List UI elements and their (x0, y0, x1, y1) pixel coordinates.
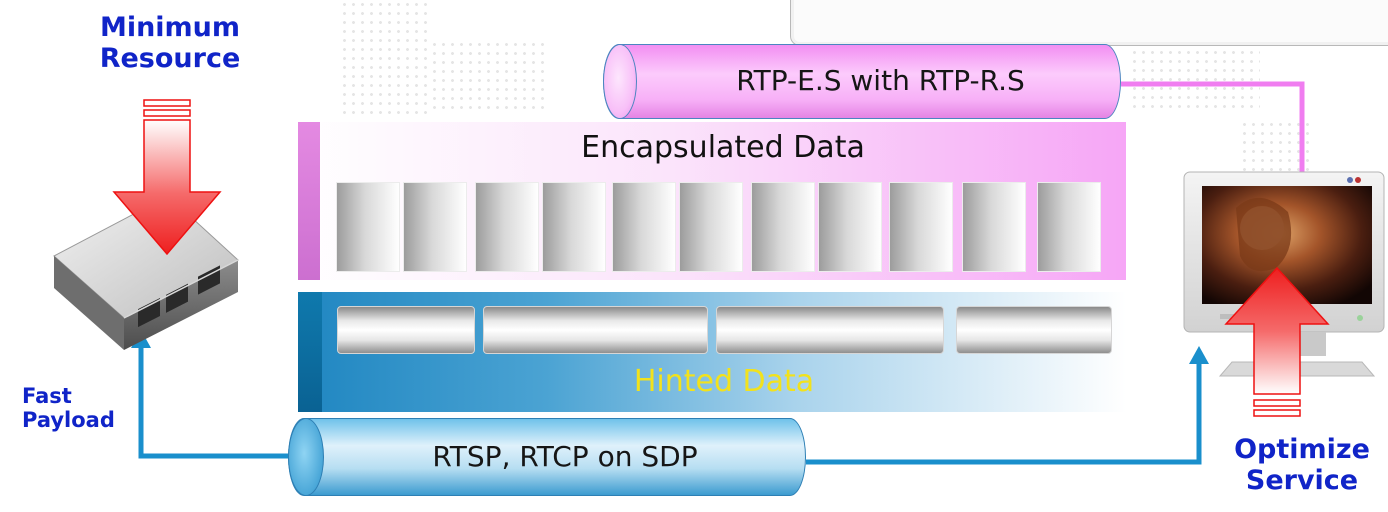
blue-connector-right (806, 360, 1202, 465)
data-cell (542, 182, 606, 272)
world-map-dots-2 (430, 40, 550, 110)
label-minimum-resource-line1: Minimum (99, 12, 241, 43)
hinted-stripe (298, 292, 322, 412)
blue-arrowhead-right (1189, 346, 1209, 364)
encapsulated-stripe (298, 122, 320, 280)
label-optimize-service: Optimize Service (1216, 434, 1388, 496)
data-cell (403, 182, 467, 272)
data-cell (612, 182, 676, 272)
data-cell (962, 182, 1026, 272)
pink-connector (1121, 81, 1305, 178)
hint-bar (716, 306, 944, 354)
data-cell (679, 182, 743, 272)
hint-bar (956, 306, 1112, 354)
data-cell (475, 182, 539, 272)
data-cell (751, 182, 815, 272)
bottom-pipe (288, 418, 806, 496)
label-minimum-resource-line2: Resource (99, 43, 241, 75)
label-fast-payload-line2: Payload (22, 408, 115, 433)
bottom-pipe-label: RTSP, RTCP on SDP (432, 440, 698, 473)
top-pipe-label: RTP-E.S with RTP-R.S (736, 64, 1025, 97)
blue-connector-left (138, 344, 288, 459)
data-cell (336, 182, 400, 272)
arrow-up-icon (1224, 266, 1330, 417)
hint-bar (337, 306, 475, 354)
label-fast-payload-line1: Fast (22, 384, 72, 408)
world-map-dots-1 (340, 0, 430, 120)
data-cell (889, 182, 953, 272)
bottom-pipe-cap (288, 418, 324, 496)
hint-bar (483, 306, 708, 354)
top-pipe-cap (603, 44, 637, 119)
monitor-icon (1183, 171, 1385, 377)
world-map-dots-4 (1240, 120, 1310, 180)
note-box (790, 0, 1388, 46)
hinted-title: Hinted Data (633, 364, 815, 399)
label-optimize-service-line1: Optimize (1234, 434, 1370, 465)
label-fast-payload: Fast Payload (22, 384, 152, 432)
server-icon (53, 195, 239, 350)
encapsulated-title: Encapsulated Data (581, 130, 865, 165)
label-optimize-service-line2: Service (1245, 465, 1359, 497)
arrow-down-icon (112, 99, 222, 256)
top-pipe (603, 44, 1121, 119)
data-cell (1037, 182, 1101, 272)
label-minimum-resource: Minimum Resource (60, 12, 280, 74)
data-cell (818, 182, 882, 272)
